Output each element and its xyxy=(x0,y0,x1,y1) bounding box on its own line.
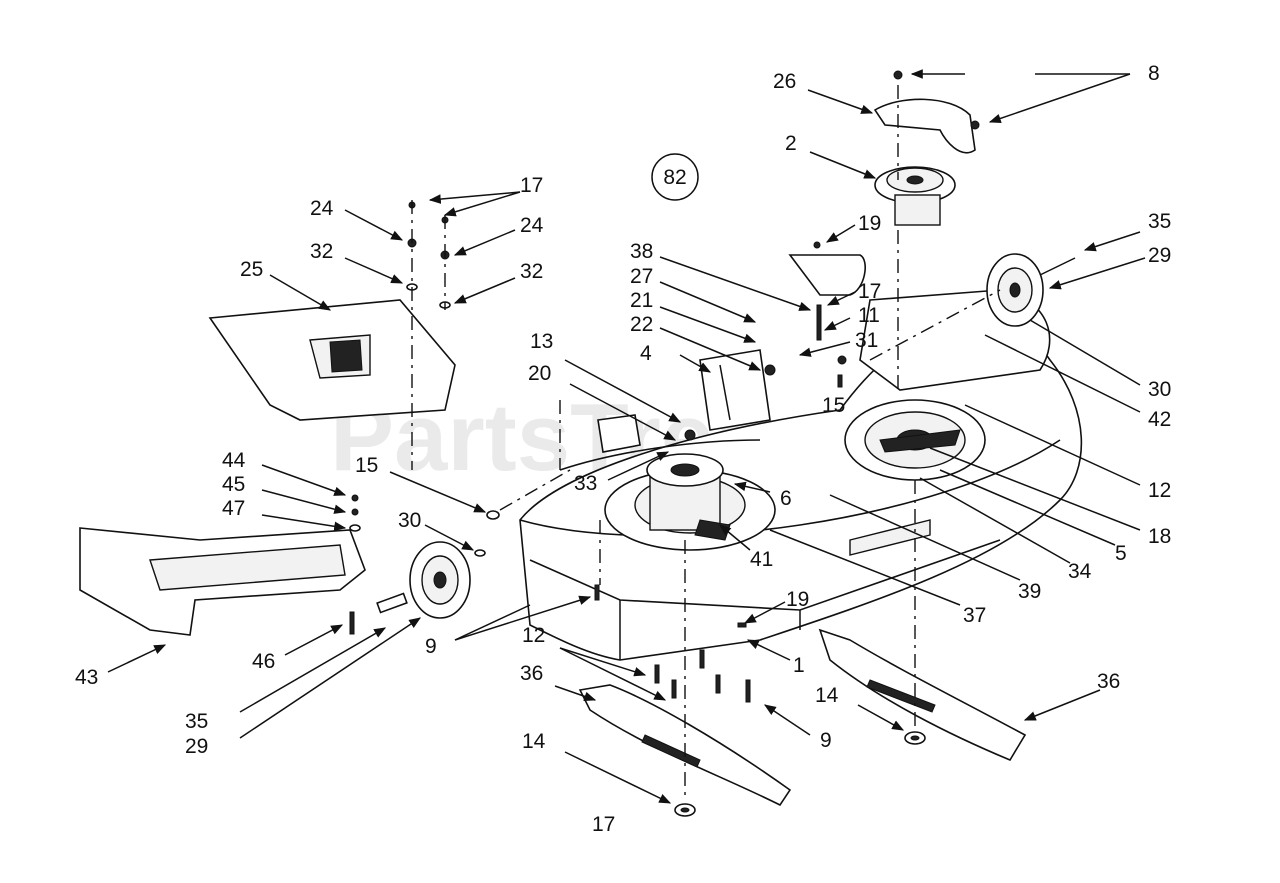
callout-label: 25 xyxy=(240,258,263,281)
callout-label: 26 xyxy=(773,70,796,93)
callout-label: 36 xyxy=(520,662,543,685)
callout-label: 20 xyxy=(528,362,551,385)
callout-label: 37 xyxy=(963,604,986,627)
circled-reference-label: 82 xyxy=(663,166,686,189)
discharge-chute xyxy=(208,299,456,421)
callout-label: 24 xyxy=(310,197,334,220)
callout-label: 14 xyxy=(522,730,546,753)
callout-label: 12 xyxy=(522,624,545,647)
callout-label: 38 xyxy=(630,240,653,263)
callout-label: 29 xyxy=(1148,244,1171,267)
callout-label: 19 xyxy=(786,588,809,611)
callout-label: 39 xyxy=(1018,580,1041,603)
right-spindle-assembly xyxy=(844,399,986,481)
blade-right xyxy=(818,628,1027,762)
callout-label: 13 xyxy=(530,330,553,353)
callout-label: 44 xyxy=(222,449,246,472)
hardware-items xyxy=(349,70,980,703)
callout-label: 41 xyxy=(750,548,773,571)
callout-label: 31 xyxy=(855,329,878,352)
callout-label: 32 xyxy=(520,260,543,283)
callout-label: 14 xyxy=(815,684,839,707)
callout-label: 17 xyxy=(520,174,543,197)
callout-label: 18 xyxy=(1148,525,1171,548)
center-lines xyxy=(411,85,1001,800)
callout-label: 33 xyxy=(574,472,597,495)
callout-label: 9 xyxy=(425,635,437,658)
callout-label: 43 xyxy=(75,666,98,689)
callout-label: 15 xyxy=(355,454,378,477)
callout-label: 34 xyxy=(1068,560,1092,583)
idler-arm-bracket xyxy=(788,254,866,296)
callout-label: 21 xyxy=(630,289,653,312)
callout-label: 35 xyxy=(185,710,208,733)
callout-label: 15 xyxy=(822,394,845,417)
callout-label: 35 xyxy=(1148,210,1171,233)
callout-label: 19 xyxy=(858,212,881,235)
callout-label: 11 xyxy=(858,304,880,327)
callout-label: 47 xyxy=(222,497,245,520)
small-bracket xyxy=(597,414,641,453)
gauge-wheel-left xyxy=(376,541,471,619)
callout-label: 32 xyxy=(310,240,333,263)
callout-label: 27 xyxy=(630,265,653,288)
callout-label: 30 xyxy=(398,509,421,532)
mounting-bracket xyxy=(699,349,771,431)
callout-label: 45 xyxy=(222,473,245,496)
callout-label: 17 xyxy=(858,280,881,303)
callout-label: 46 xyxy=(252,650,275,673)
callout-label: 4 xyxy=(640,342,652,365)
callout-label: 22 xyxy=(630,313,653,336)
callout-label: 29 xyxy=(185,735,208,758)
gauge-wheel-right xyxy=(986,253,1076,327)
bracket xyxy=(873,98,976,154)
blade-nut-left xyxy=(674,803,696,817)
callout-label: 30 xyxy=(1148,378,1171,401)
left-spindle-assembly xyxy=(604,453,776,551)
deflector xyxy=(79,527,366,636)
callout-label: 17 xyxy=(592,813,615,836)
leader-lines xyxy=(107,69,1146,804)
callout-label: 9 xyxy=(820,729,832,752)
callout-label: 36 xyxy=(1097,670,1120,693)
callout-label: 5 xyxy=(1115,542,1127,565)
blade-nut-right xyxy=(904,731,926,745)
callout-label: 24 xyxy=(520,214,544,237)
callout-label: 2 xyxy=(785,132,797,155)
callout-label: 1 xyxy=(793,654,805,677)
callout-label: 8 xyxy=(1148,62,1160,85)
idler-pulley xyxy=(874,166,956,226)
callout-labels: 8 26 2 19 35 29 17 11 31 30 42 38 27 21 … xyxy=(75,62,1171,836)
callout-label: 42 xyxy=(1148,408,1171,431)
callout-label: 6 xyxy=(780,487,792,510)
callout-label: 12 xyxy=(1148,479,1171,502)
circled-reference: 82 xyxy=(651,153,699,201)
